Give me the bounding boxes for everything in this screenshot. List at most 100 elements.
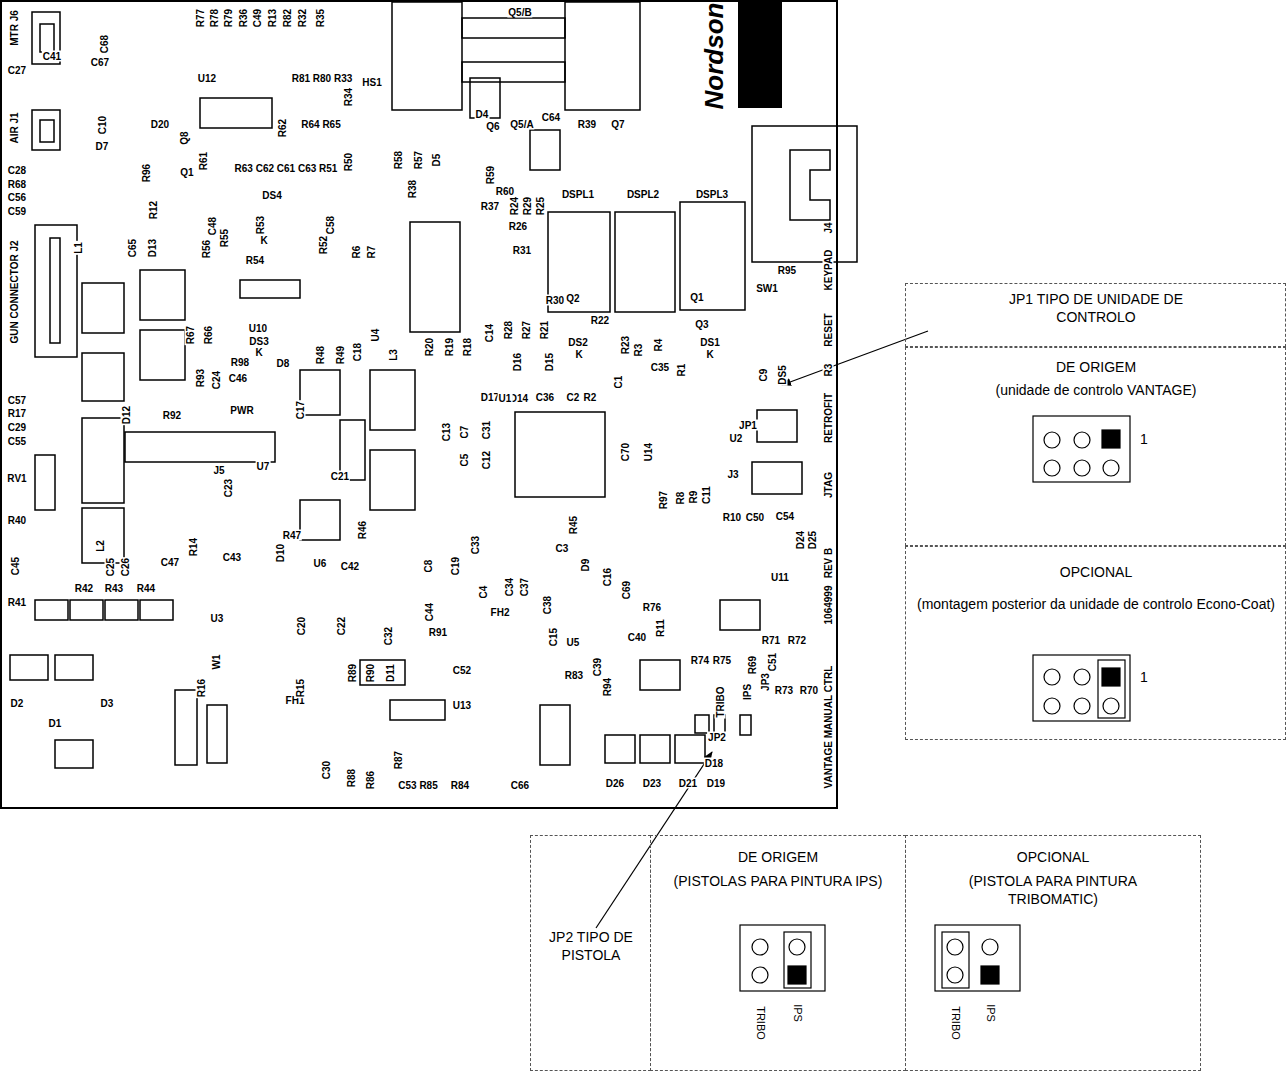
silkscreen-label: DS2: [567, 337, 588, 348]
silkscreen-label: C42: [340, 561, 360, 572]
silkscreen-label: K: [705, 349, 714, 360]
silkscreen-label: C53 R85: [397, 780, 438, 791]
brand-logo: Nordson: [700, 2, 729, 111]
silkscreen-label: C15: [548, 627, 559, 647]
panel-text: 1: [1132, 668, 1156, 686]
callout-panel: DE ORIGEM(unidade de controlo VANTAGE)1: [905, 347, 1286, 546]
silkscreen-label: RETROFIT: [823, 392, 834, 444]
silkscreen-label: R38: [407, 179, 418, 199]
panel-heading: JP2 TIPO DE PISTOLA: [539, 928, 643, 964]
pin-label: IPS: [984, 1004, 998, 1022]
silkscreen-label: R3: [823, 363, 834, 378]
silkscreen-label: J5: [212, 465, 225, 476]
silkscreen-label: R84: [450, 780, 470, 791]
silkscreen-label: C52: [452, 665, 472, 676]
silkscreen-label: D2: [10, 698, 25, 709]
silkscreen-label: R41: [7, 597, 27, 608]
silkscreen-label: C23: [223, 478, 234, 498]
silkscreen-label: JTAG: [823, 471, 834, 499]
silkscreen-label: R72: [787, 635, 807, 646]
silkscreen-label: C30: [321, 760, 332, 780]
silkscreen-label: D11: [385, 663, 396, 683]
silkscreen-label: R34: [343, 87, 354, 107]
silkscreen-label: R52: [318, 235, 329, 255]
silkscreen-label: R95: [777, 265, 797, 276]
silkscreen-label: R23: [620, 335, 631, 355]
silkscreen-label: R59: [485, 165, 496, 185]
silkscreen-label: D1: [48, 718, 63, 729]
silkscreen-label: C51: [767, 652, 778, 672]
silkscreen-label: JP1: [738, 420, 758, 431]
silkscreen-label: D3: [100, 698, 115, 709]
pin-label: IPS: [791, 1004, 805, 1022]
silkscreen-label: C27: [7, 65, 27, 76]
silkscreen-label: R22: [590, 315, 610, 326]
silkscreen-label: FH2: [490, 607, 511, 618]
silkscreen-label: U6: [313, 558, 328, 569]
silkscreen-label: R20: [424, 337, 435, 357]
silkscreen-label: R70: [799, 685, 819, 696]
silkscreen-label: C28: [7, 165, 27, 176]
silkscreen-label: K: [254, 347, 263, 358]
silkscreen-label: R79: [223, 8, 234, 28]
silkscreen-label: U14: [643, 442, 654, 462]
silkscreen-label: C66: [510, 780, 530, 791]
silkscreen-label: Q8: [179, 130, 190, 145]
silkscreen-label: C54: [775, 511, 795, 522]
silkscreen-label: D21: [678, 778, 698, 789]
silkscreen-label: R97: [658, 490, 669, 510]
silkscreen-label: R94: [602, 677, 613, 697]
panel-text: (PISTOLA PARA PINTURA TRIBOMATIC): [938, 872, 1168, 908]
silkscreen-label: D26: [605, 778, 625, 789]
silkscreen-label: C56: [7, 192, 27, 203]
silkscreen-label: C58: [325, 215, 336, 235]
silkscreen-label: C16: [602, 567, 613, 587]
silkscreen-label: D15: [544, 352, 555, 372]
silkscreen-label: R90: [365, 663, 376, 683]
silkscreen-label: R86: [365, 770, 376, 790]
silkscreen-label: R31: [512, 245, 532, 256]
silkscreen-label: R21: [539, 320, 550, 340]
silkscreen-label: C17: [295, 400, 306, 420]
silkscreen-label: W1: [211, 654, 222, 671]
silkscreen-label: C4: [478, 585, 489, 600]
silkscreen-label: R92: [162, 410, 182, 421]
silkscreen-label: R53: [255, 215, 266, 235]
callout-panel: OPCIONAL(montagem posterior da unidade d…: [905, 546, 1286, 740]
silkscreen-label: R16: [196, 678, 207, 698]
silkscreen-label: JP3: [760, 672, 771, 692]
silkscreen-label: L2: [95, 539, 106, 553]
silkscreen-label: R14: [188, 537, 199, 557]
silkscreen-label: R49: [335, 345, 346, 365]
silkscreen-label: JP2: [707, 732, 727, 743]
silkscreen-label: R71: [761, 635, 781, 646]
silkscreen-label: AIR J1: [9, 111, 20, 144]
silkscreen-label: R18: [462, 337, 473, 357]
silkscreen-label: R45: [568, 515, 579, 535]
silkscreen-label: R96: [141, 163, 152, 183]
panel-text: (montagem posterior da unidade de contro…: [911, 595, 1281, 613]
silkscreen-label: U13: [452, 700, 472, 711]
silkscreen-label: R12: [148, 200, 159, 220]
silkscreen-label: C1: [613, 375, 624, 390]
silkscreen-label: D24: [795, 530, 806, 550]
silkscreen-label: C19: [450, 556, 461, 576]
silkscreen-label: C3: [555, 543, 570, 554]
silkscreen-label: HS1: [361, 77, 382, 88]
silkscreen-label: R76: [642, 602, 662, 613]
silkscreen-label: R63 C62 C61 C63 R51: [234, 163, 339, 174]
silkscreen-label: Q2: [565, 293, 580, 304]
silkscreen-label: R7: [366, 245, 377, 260]
silkscreen-label: C47: [160, 557, 180, 568]
silkscreen-label: C43: [222, 552, 242, 563]
silkscreen-label: U11: [770, 572, 790, 583]
silkscreen-label: D10: [275, 543, 286, 563]
silkscreen-label: U4: [370, 328, 381, 343]
silkscreen-label: R44: [136, 583, 156, 594]
silkscreen-label: C14: [484, 323, 495, 343]
silkscreen-label: C11: [701, 485, 712, 505]
silkscreen-label: Q5/A: [509, 119, 534, 130]
silkscreen-label: U2: [729, 433, 744, 444]
panel-text: (PISTOLAS PARA PINTURA IPS): [673, 872, 883, 890]
